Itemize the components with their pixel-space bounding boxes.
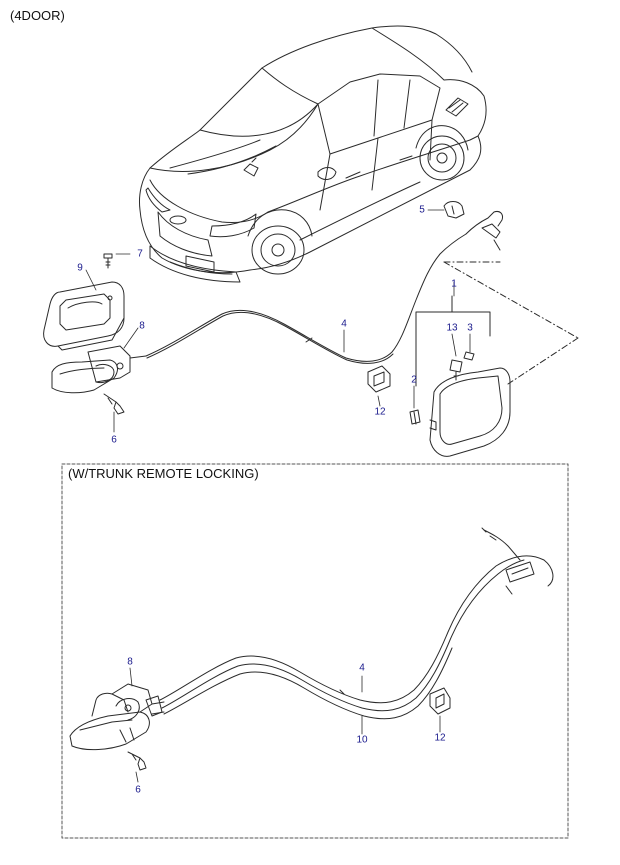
clip-part-5 (443, 201, 465, 219)
cable-end-fuel (465, 211, 503, 251)
screw-part-6-bottom (127, 751, 147, 771)
callout-9[interactable]: 9 (77, 262, 83, 274)
trunk-remote-frame (61, 463, 569, 839)
car-illustration (139, 25, 487, 283)
callout-12[interactable]: 12 (374, 406, 386, 418)
clip-part-2 (409, 409, 421, 425)
callout-4[interactable]: 4 (341, 318, 347, 330)
callout-8[interactable]: 8 (139, 320, 145, 332)
callout-12-bottom[interactable]: 12 (434, 732, 446, 744)
bezel-part-9 (43, 281, 125, 351)
group-bracket-1 (415, 295, 491, 387)
callout-5[interactable]: 5 (419, 204, 425, 216)
lever-part-8-top (51, 345, 147, 394)
callout-1[interactable]: 1 (451, 278, 457, 290)
callout-6[interactable]: 6 (111, 434, 117, 446)
title-4door: (4DOOR) (10, 8, 65, 23)
callout-13[interactable]: 13 (446, 322, 458, 334)
clamp-part-12-bottom (429, 687, 451, 715)
callout-8-bottom[interactable]: 8 (127, 656, 133, 668)
screw-part-7 (103, 253, 113, 269)
callout-2[interactable]: 2 (411, 374, 417, 386)
fuel-door-part-1 (429, 367, 511, 457)
callout-3[interactable]: 3 (467, 322, 473, 334)
cable-part-4-top (145, 233, 467, 364)
lever-part-8-bottom (69, 683, 165, 751)
cable-ends-bottom (481, 527, 535, 595)
callout-leaders (85, 209, 471, 783)
title-trunk-remote-locking: (W/TRUNK REMOTE LOCKING) (68, 466, 259, 481)
callout-7[interactable]: 7 (137, 248, 143, 260)
cable-part-4-bottom (159, 555, 554, 720)
callout-4-bottom[interactable]: 4 (359, 662, 365, 674)
clamp-part-12-top (367, 365, 391, 393)
screw-part-6-top (103, 393, 125, 415)
callout-6-bottom[interactable]: 6 (135, 784, 141, 796)
bolt-part-13 (449, 351, 475, 381)
callout-10-bottom[interactable]: 10 (356, 734, 368, 746)
dashed-leaders-top (443, 261, 579, 385)
